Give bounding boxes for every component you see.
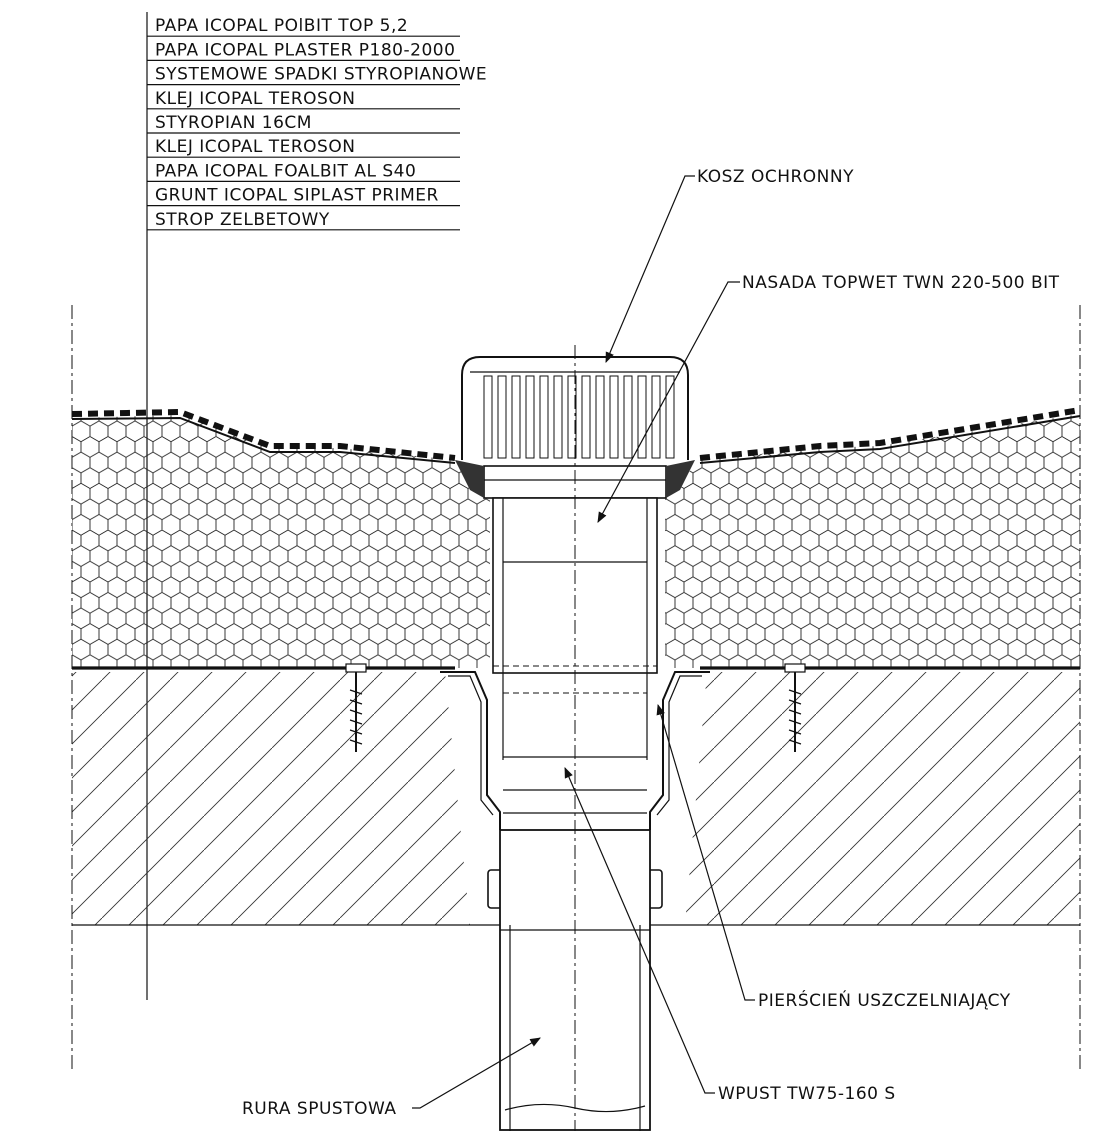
legend-row-label: KLEJ ICOPAL TEROSON (155, 137, 355, 157)
callout-drain-pipe-label: RURA SPUSTOWA (242, 1099, 396, 1119)
callout-attachment: NASADA TOPWET TWN 220-500 BIT (597, 273, 1060, 523)
basket-bar (567, 375, 577, 459)
basket-bar (553, 375, 563, 459)
callout-basket: KOSZ OCHRONNY (605, 167, 854, 363)
callout-drain-pipe: RURA SPUSTOWA (242, 1037, 541, 1119)
anchor-screw-left (345, 663, 367, 752)
basket-bar (665, 375, 675, 459)
drain-assembly (345, 345, 806, 1131)
callout-inlet-label: WPUST TW75-160 S (718, 1084, 896, 1104)
legend-row-label: PAPA ICOPAL PLASTER P180-2000 (155, 40, 455, 60)
legend-row-label: STYROPIAN 16CM (155, 113, 312, 133)
basket-bar (651, 375, 661, 459)
callout-attachment-label: NASADA TOPWET TWN 220-500 BIT (742, 273, 1060, 293)
anchor-screw-right (784, 663, 806, 752)
basket-bar (539, 375, 549, 459)
basket-bar (511, 375, 521, 459)
basket-bar (595, 375, 605, 459)
basket-bar (497, 375, 507, 459)
callout-inlet: WPUST TW75-160 S (564, 767, 896, 1104)
basket-bars (483, 375, 675, 459)
legend-row-label: SYSTEMOWE SPADKI STYROPIANOWE (155, 65, 487, 85)
basket-bar (637, 375, 647, 459)
basket-bar (581, 375, 591, 459)
callout-basket-label: KOSZ OCHRONNY (697, 167, 854, 187)
basket-bar (483, 375, 493, 459)
legend-row-label: GRUNT ICOPAL SIPLAST PRIMER (155, 186, 439, 206)
basket-bar (609, 375, 619, 459)
legend-row-label: STROP ZELBETOWY (155, 210, 330, 230)
inlet-body (440, 671, 710, 830)
concrete-slab (71, 305, 1081, 1070)
basket-bar (623, 375, 633, 459)
callout-seal-ring: PIERŚCIEŃ USZCZELNIAJĄCY (656, 703, 1011, 1011)
legend-row-label: PAPA ICOPAL FOALBIT AL S40 (155, 161, 416, 181)
legend-row-label: PAPA ICOPAL POlBIT TOP 5,2 (155, 16, 408, 36)
callout-seal-ring-label: PIERŚCIEŃ USZCZELNIAJĄCY (758, 989, 1011, 1011)
basket-bar (525, 375, 535, 459)
legend-row-label: KLEJ ICOPAL TEROSON (155, 89, 355, 109)
